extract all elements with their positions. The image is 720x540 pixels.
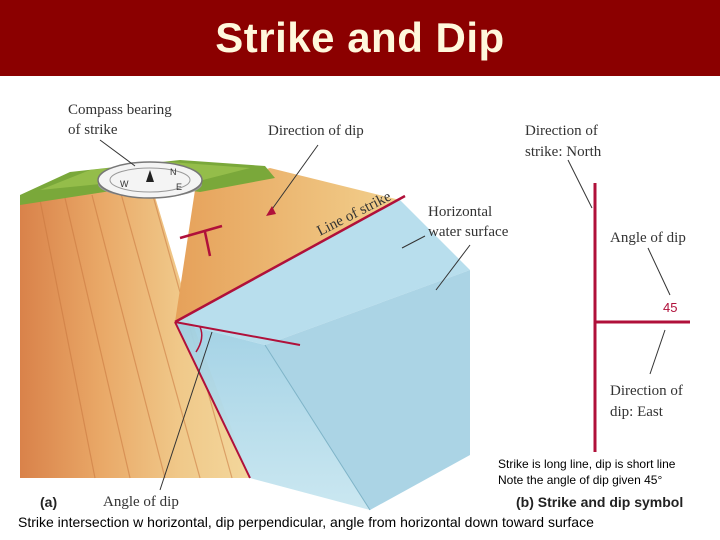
- water-top: [175, 200, 470, 345]
- dip-angle-arc: [195, 326, 203, 353]
- caption: Strike intersection w horizontal, dip pe…: [18, 514, 594, 530]
- label-horizontal-1: Horizontal: [428, 204, 492, 220]
- label-direction-of-dip-b-1: Direction of: [610, 383, 683, 399]
- rock-front-face: [20, 180, 250, 478]
- label-compass-bearing-1: Compass bearing: [68, 102, 172, 118]
- dip-trace: [174, 321, 251, 479]
- dip-arrowhead: [266, 206, 276, 216]
- rock-dip-face: [175, 168, 400, 322]
- label-horizontal-2: water surface: [428, 224, 509, 240]
- water-front: [175, 322, 370, 510]
- label-angle-of-dip-b: Angle of dip: [610, 230, 686, 246]
- label-direction-of-dip-a: Direction of dip: [268, 123, 364, 139]
- pointer-lines-b: [567, 159, 671, 375]
- rock-bedding: [39, 184, 233, 479]
- label-direction-of-dip-b-2: dip: East: [610, 404, 664, 420]
- strike-dip-symbol-a: [179, 224, 223, 257]
- note-line-1: Strike is long line, dip is short line: [498, 457, 676, 471]
- svg-text:N: N: [170, 167, 177, 177]
- panel-a-label: (a): [40, 494, 57, 510]
- note-line-2: Note the angle of dip given 45°: [498, 473, 662, 487]
- compass-icon: N W E: [97, 161, 203, 199]
- strike-dip-diagram: N W E Compass bearing of strike Directio…: [20, 102, 690, 511]
- water-side: [265, 270, 470, 510]
- label-direction-of-strike-2: strike: North: [525, 144, 602, 160]
- title-bar: Strike and Dip: [0, 0, 720, 76]
- dip-value: 45: [663, 300, 677, 315]
- svg-text:W: W: [120, 179, 129, 189]
- page-title: Strike and Dip: [215, 14, 505, 61]
- svg-text:E: E: [176, 182, 182, 192]
- water-edge: [264, 344, 371, 511]
- label-angle-of-dip-a: Angle of dip: [103, 494, 179, 510]
- strike-dip-symbol-b: [593, 183, 690, 452]
- panel-b-label: (b) Strike and dip symbol: [516, 494, 683, 510]
- horizontal-trace: [174, 321, 301, 346]
- label-direction-of-strike-1: Direction of: [525, 123, 598, 139]
- pointer-lines: [99, 139, 471, 491]
- label-compass-bearing-2: of strike: [68, 122, 118, 138]
- line-of-strike: [174, 194, 406, 324]
